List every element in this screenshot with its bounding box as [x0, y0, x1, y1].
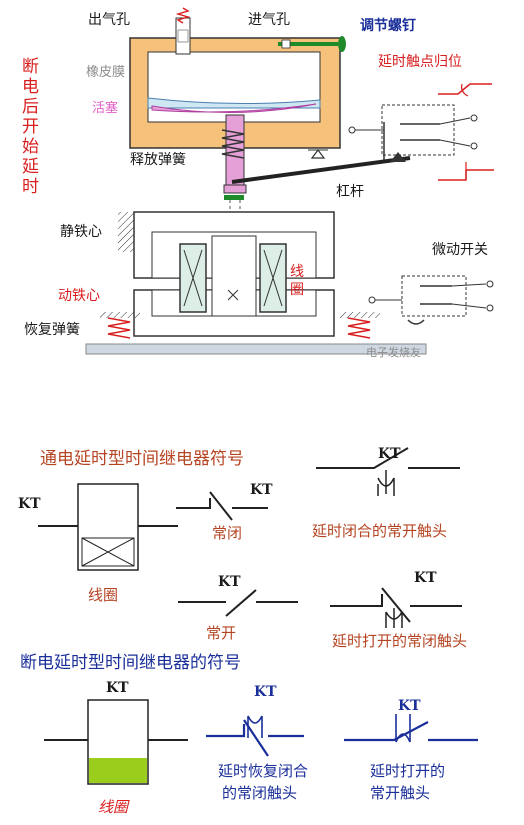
- base-plate: [85, 343, 427, 355]
- release-spring-icon: [221, 129, 245, 159]
- energized-title: 通电延时型时间继电器符号: [40, 449, 244, 469]
- pneumatic-chamber: [129, 7, 346, 149]
- delay-char: 始: [22, 137, 39, 157]
- delay-open-nc-symbol: [330, 587, 462, 628]
- no-contact-symbol: [178, 589, 298, 617]
- open-no-tag: KT: [398, 698, 421, 714]
- reset-label: 延时触点归位: [378, 53, 462, 70]
- reset-symbol-bottom: [438, 162, 494, 181]
- delay-open-nc-label: 延时打开的常闭触头: [332, 632, 467, 650]
- reset-symbol-top: [438, 83, 492, 97]
- release-spring-label: 释放弹簧: [130, 152, 186, 168]
- membrane-label: 橡皮膜: [86, 65, 125, 80]
- piston-label: 活塞: [92, 100, 118, 116]
- outlet-spring-icon: [175, 7, 191, 24]
- microswitch: [368, 275, 494, 325]
- microswitch-label: 微动开关: [432, 242, 488, 258]
- deenergized-title: 断电延时型时间继电器的符号: [20, 653, 241, 673]
- open-no-label-2: 常开触头: [370, 784, 430, 802]
- open-no-symbol: [344, 714, 478, 743]
- open-no-label-1: 延时打开的: [370, 762, 445, 780]
- static-core-label: 静铁心: [60, 224, 102, 240]
- energized-coil-symbol: [38, 483, 178, 571]
- return-spring-left: [107, 317, 131, 339]
- restore-nc-label-2: 的常闭触头: [222, 784, 297, 802]
- deenergized-coil-symbol: [44, 699, 188, 785]
- reset-contact: [348, 104, 478, 162]
- moving-core-label: 动铁心: [58, 288, 100, 304]
- mech-coil-char-2: 圈: [290, 282, 304, 298]
- coil-label-vertical: 线 圈: [290, 264, 304, 298]
- return-spring-label: 恢复弹簧: [24, 321, 80, 338]
- nc-label: 常闭: [212, 524, 242, 542]
- screw-label: 调节螺钉: [360, 17, 416, 34]
- lever: [231, 149, 411, 184]
- nc-tag: KT: [250, 482, 273, 498]
- mech-coil-char-1: 线: [290, 264, 304, 280]
- restore-nc-label-1: 延时恢复闭合: [218, 762, 308, 780]
- electromagnet: [85, 211, 427, 355]
- delay-char: 时: [22, 177, 39, 197]
- piston: [151, 103, 317, 114]
- restore-nc-tag: KT: [254, 684, 277, 700]
- no-label: 常开: [206, 624, 236, 642]
- deenergized-coil-label: 线圈: [98, 798, 130, 816]
- delay-close-no-label: 延时闭合的常开触头: [312, 522, 447, 540]
- watermark: 电子发烧友: [366, 345, 421, 359]
- outlet-label: 出气孔: [88, 12, 130, 28]
- energized-coil-label: 线圈: [88, 586, 118, 604]
- delay-char: 开: [22, 117, 39, 137]
- delay-char: 后: [22, 97, 39, 117]
- lever-label: 杠杆: [336, 184, 364, 200]
- restore-nc-symbol: [206, 715, 304, 757]
- delay-open-nc-tag: KT: [414, 570, 437, 586]
- return-spring-right: [347, 317, 371, 339]
- delay-note-vertical: 断 电 后 开 始 延 时: [22, 57, 39, 197]
- delay-char: 延: [22, 157, 39, 177]
- rubber-membrane: [147, 97, 321, 109]
- delay-char: 断: [22, 57, 39, 77]
- no-tag: KT: [218, 574, 241, 590]
- delay-char: 电: [22, 77, 39, 97]
- energized-coil-tag: KT: [18, 496, 41, 512]
- delay-close-no-tag: KT: [378, 446, 401, 462]
- nc-contact-symbol: [176, 491, 268, 521]
- inlet-label: 进气孔: [248, 12, 290, 28]
- delay-close-no-symbol: [316, 447, 460, 496]
- deenergized-coil-tag: KT: [106, 680, 129, 696]
